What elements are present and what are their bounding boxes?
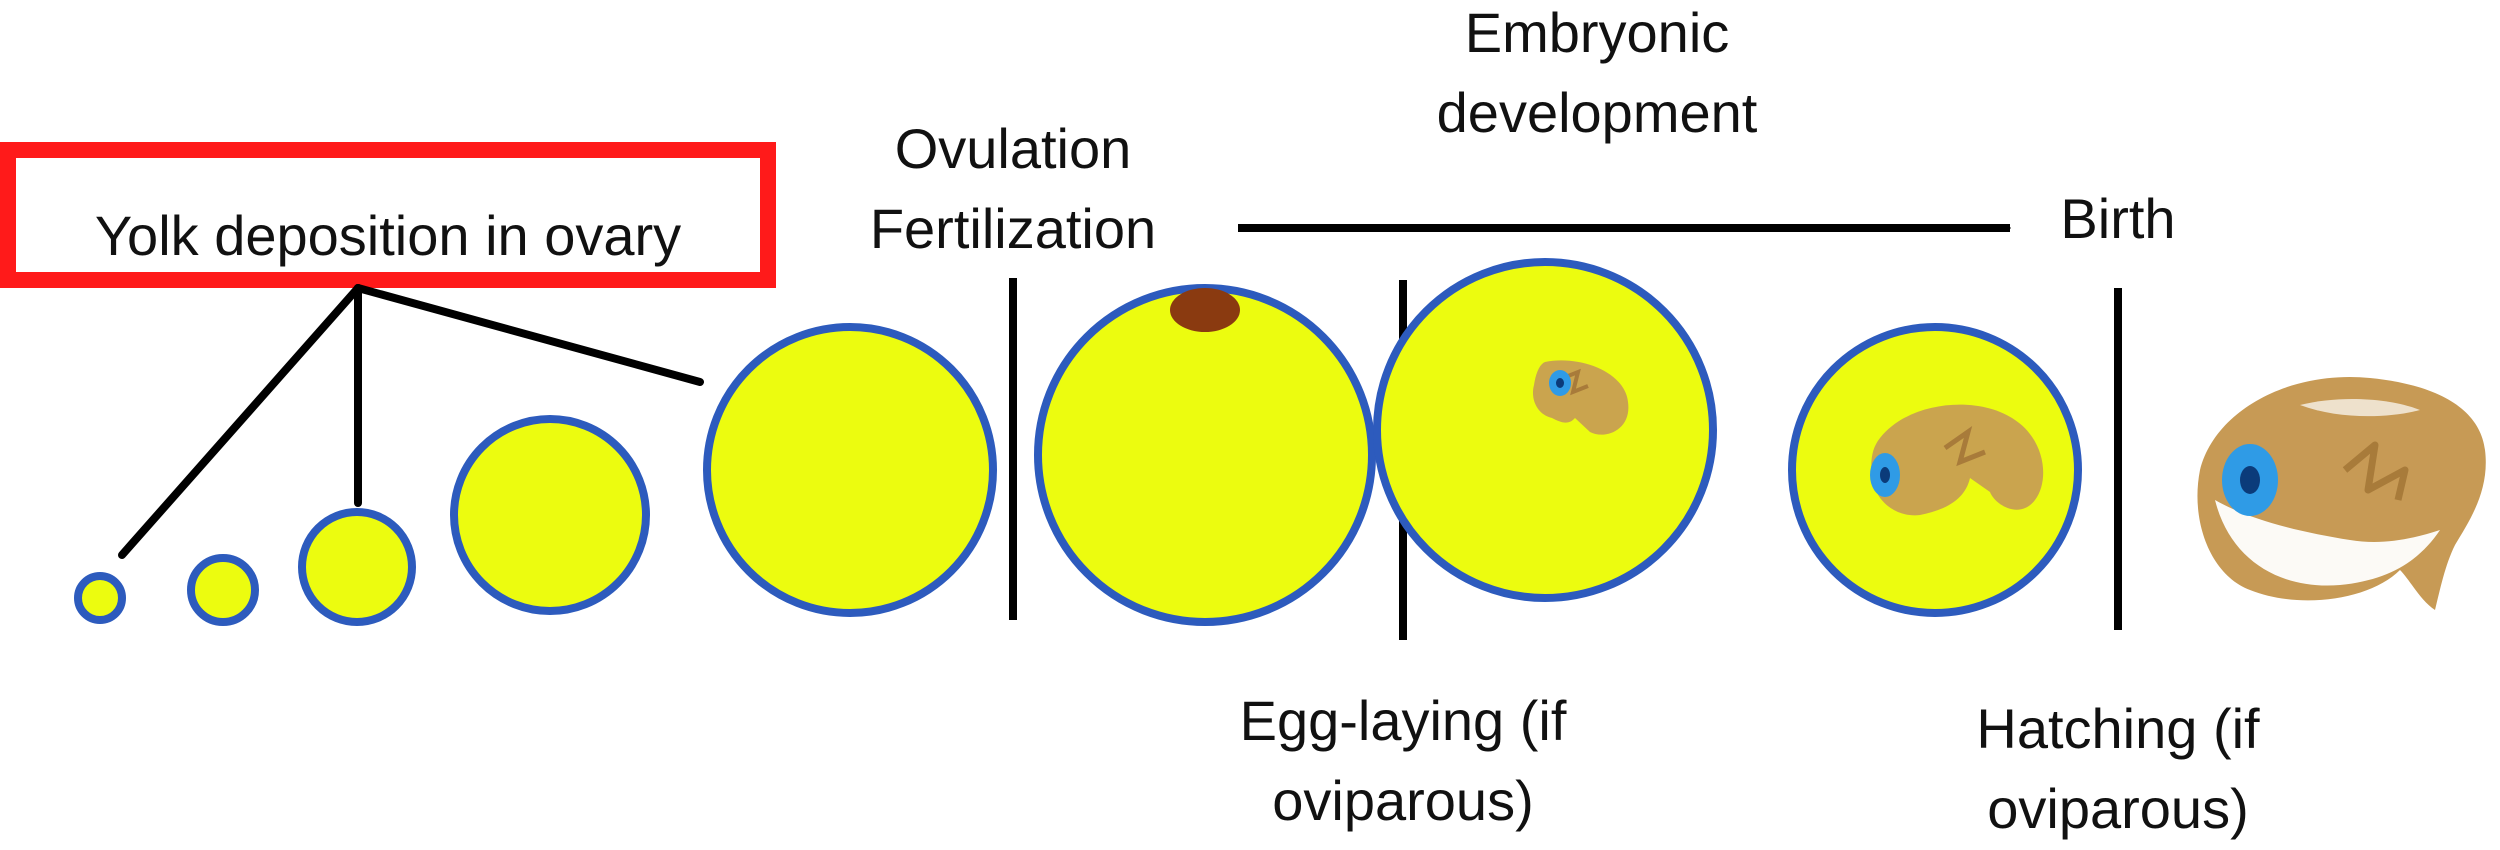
follicle-5 (703, 323, 997, 617)
yolk-arrows (118, 284, 704, 559)
early-embryo (1532, 360, 1629, 435)
egg-laying-label-line2: oviparous) (1272, 769, 1533, 832)
embryonic-label-line2: development (1437, 81, 1758, 144)
arrow-to-small-follicle (118, 284, 362, 559)
growing-follicles (74, 323, 997, 626)
birth-label: Birth (2060, 187, 2175, 250)
hatchling (2197, 376, 2486, 610)
follicle-2 (187, 554, 259, 626)
hatching-label-line1: Hatching (if (1976, 697, 2260, 760)
yolk-deposition-label: Yolk deposition in ovary (95, 204, 681, 267)
germinal-disc (1170, 288, 1240, 332)
ovulation-label: Ovulation (895, 117, 1132, 180)
highlight-box (0, 142, 776, 288)
fertilization-label: Fertilization (870, 197, 1156, 260)
follicle-3 (298, 508, 416, 626)
egg-laying-label-line1: Egg-laying (if (1240, 689, 1567, 752)
embryonic-label-line1: Embryonic (1465, 1, 1730, 64)
late-embryo (1870, 404, 2044, 516)
egg-early-embryo (1373, 258, 1717, 602)
arrow-to-large-follicle (354, 284, 704, 386)
follicle-1 (74, 572, 126, 624)
hatching-label-line2: oviparous) (1987, 777, 2248, 840)
fertilized-egg (1034, 284, 1376, 626)
follicle-4 (450, 415, 650, 615)
